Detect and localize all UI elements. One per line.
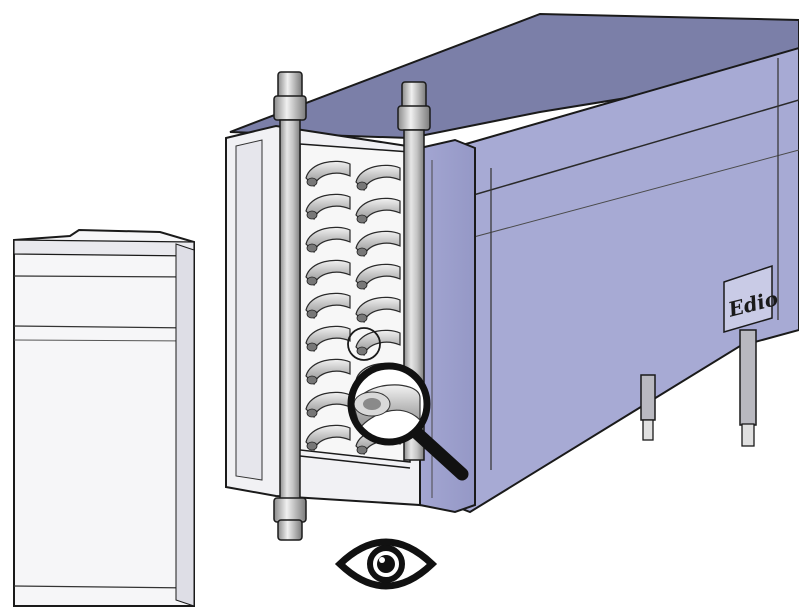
unit-housing [229, 12, 799, 514]
left-header-pipe [273, 71, 307, 541]
detail-target-circle [347, 327, 381, 361]
coil-tube-end [306, 276, 318, 286]
eye-icon [334, 538, 438, 590]
coil-tube-end [306, 441, 318, 451]
support-legs [640, 329, 757, 447]
coil-bend [355, 230, 401, 258]
coil-bend [305, 325, 351, 353]
removed-side-panel [13, 228, 195, 607]
coil-bend [305, 292, 351, 320]
coil-bend [355, 263, 401, 291]
coil-tube-end [306, 210, 318, 220]
coil-bend [305, 193, 351, 221]
coil-bend [355, 164, 401, 192]
coil-tube-end [306, 243, 318, 253]
coil-tube-end [356, 445, 368, 455]
coil-bend [305, 259, 351, 287]
coil-bend [355, 329, 401, 357]
coil-bend [305, 160, 351, 188]
coil-bend [355, 296, 401, 324]
coil-frame [225, 124, 421, 507]
coil-tube-end [306, 375, 318, 385]
coil-tube-end [356, 313, 368, 323]
magnifier-icon [347, 362, 469, 481]
coil-bend [305, 226, 351, 254]
coil-tube-end [356, 247, 368, 257]
brand-logo: Edio [723, 264, 780, 333]
coil-tube-end [306, 309, 318, 319]
coil-tube-end [306, 177, 318, 187]
coil-bend [305, 424, 351, 452]
coil-bend [355, 197, 401, 225]
coil-tube-end [306, 408, 318, 418]
coil-tube-end [356, 181, 368, 191]
coil-tube-end [356, 214, 368, 224]
coil-tube-end [306, 342, 318, 352]
coil-bend [305, 358, 351, 386]
coil-tube-end [356, 346, 368, 356]
coil-tube-end [356, 280, 368, 290]
